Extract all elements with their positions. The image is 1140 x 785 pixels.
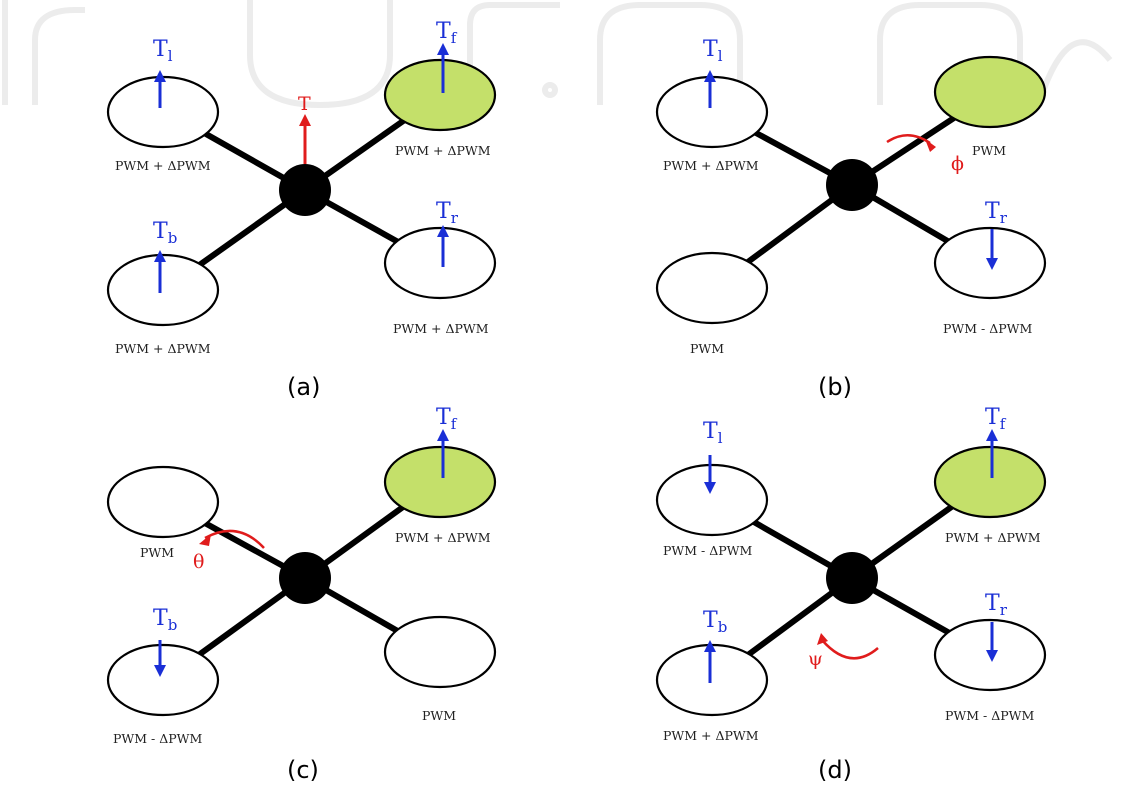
total-thrust-label: T [298,93,311,115]
thrust-arrow-back [154,640,166,677]
rotor-left [106,465,220,539]
total-thrust-arrow [299,114,311,164]
pwm-label-front: PWM + ΔPWM [395,530,491,545]
thrust-label-back: Tb [153,606,177,634]
rotor-left [655,463,769,537]
caption-d: (d) [818,756,852,784]
panel-d: Tl Tf Tb Tr ψ PWM - ΔPWM PWM + ΔPWM PWM … [655,405,1047,784]
thrust-label-right: Tr [436,199,459,227]
yaw-rotation-arrow [817,633,879,660]
rotor-front [383,445,497,519]
thrust-label-left: Tl [153,37,173,65]
pwm-label-left: PWM [140,545,174,560]
thrust-arrow-front [437,43,449,93]
hub [279,552,331,604]
rotor-back [655,251,769,325]
panel-a: Tl Tf Tb Tr T PWM + ΔPWM PWM + ΔPWM PWM … [106,19,497,401]
rotor-right [383,615,497,689]
pwm-label-left: PWM + ΔPWM [663,158,759,173]
thrust-label-back: Tb [703,608,727,636]
rotor-front [383,58,497,132]
pwm-label-right: PWM [422,708,456,723]
pwm-label-right: PWM - ΔPWM [943,321,1033,336]
rotor-left [655,75,769,149]
thrust-label-front: Tf [985,405,1007,433]
thrust-arrow-left [704,455,716,494]
caption-c: (c) [287,756,319,784]
pwm-label-right: PWM - ΔPWM [945,708,1035,723]
thrust-arrow-back [704,640,716,683]
thrust-label-left: Tl [703,419,723,447]
caption-b: (b) [818,373,852,401]
caption-a: (a) [287,373,320,401]
hub [826,159,878,211]
thrust-arrow-right [986,229,998,270]
thrust-label-left: Tl [703,37,723,65]
rotor-back [106,253,220,327]
thrust-arrow-right [437,225,449,267]
panel-b: Tl Tr ϕ PWM + ΔPWM PWM PWM PWM - ΔPWM (b… [655,37,1047,401]
thrust-arrow-back [154,250,166,293]
pwm-label-left: PWM + ΔPWM [115,158,211,173]
hub [279,164,331,216]
pwm-label-front: PWM [972,143,1006,158]
pwm-label-back: PWM + ΔPWM [115,341,211,356]
pwm-label-front: PWM + ΔPWM [395,143,491,158]
rotor-right [383,226,497,300]
thrust-arrow-left [704,70,716,108]
watermark [2,0,1113,109]
panel-c: Tf Tb θ PWM PWM + ΔPWM PWM - ΔPWM PWM (c… [106,405,497,784]
rotor-front [933,55,1047,129]
pwm-label-left: PWM - ΔPWM [663,543,753,558]
pitch-rotation-arrow [199,529,265,549]
thrust-label-back: Tb [153,219,177,247]
thrust-label-right: Tr [985,199,1008,227]
thrust-arrow-left [154,70,166,108]
thrust-arrow-right [986,622,998,662]
rotor-back [106,643,220,717]
yaw-label: ψ [808,648,823,670]
pwm-label-right: PWM + ΔPWM [393,321,489,336]
rotor-back [655,643,769,717]
thrust-arrow-front [437,429,449,478]
pwm-label-front: PWM + ΔPWM [945,530,1041,545]
pwm-label-back: PWM [690,341,724,356]
pwm-label-back: PWM - ΔPWM [113,731,203,746]
thrust-label-right: Tr [985,591,1008,619]
thrust-label-front: Tf [436,405,458,433]
hub [826,552,878,604]
pwm-label-back: PWM + ΔPWM [663,728,759,743]
rotor-left [106,75,220,149]
thrust-label-front: Tf [436,19,458,47]
thrust-arrow-front [986,429,998,478]
roll-label: ϕ [951,153,964,175]
pitch-label: θ [193,551,204,573]
roll-rotation-arrow [886,134,936,152]
rotor-front [933,445,1047,519]
